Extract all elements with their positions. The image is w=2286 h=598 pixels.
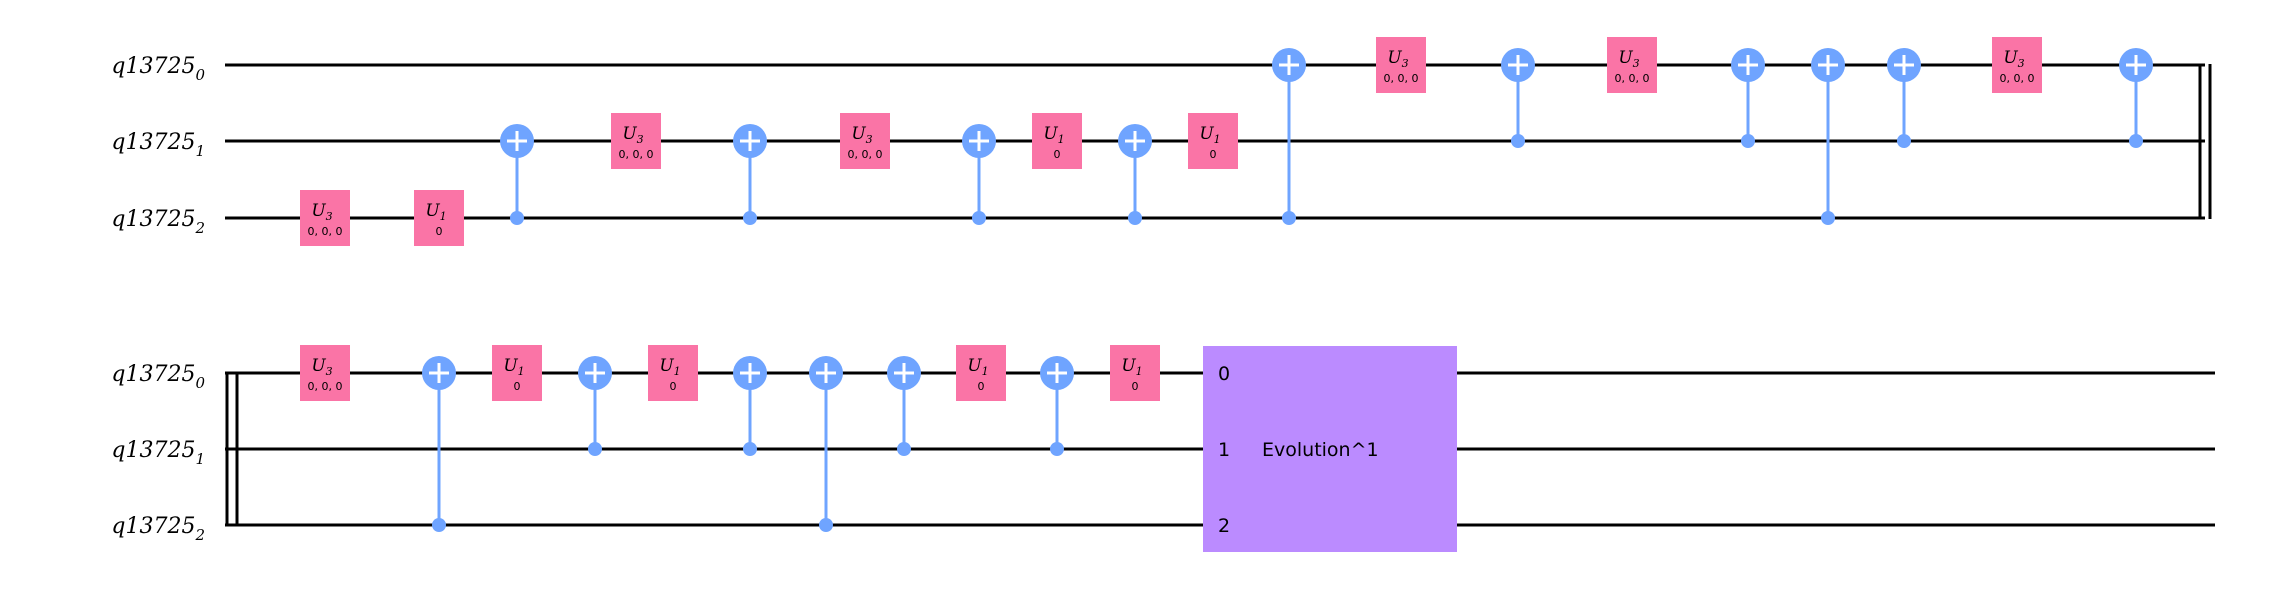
qubit-label: q137250 — [111, 54, 205, 84]
u-gate: U10 — [414, 190, 464, 246]
u-gate-params: 0 — [978, 380, 985, 393]
qubit-label: q137252 — [111, 514, 205, 544]
cnot-gate — [1118, 124, 1152, 225]
cnot-target-icon — [962, 124, 996, 158]
u-gate: U30, 0, 0 — [300, 345, 350, 401]
cnot-target-icon — [1118, 124, 1152, 158]
evolution-port-label: 1 — [1218, 439, 1230, 461]
cnot-target-icon — [1040, 356, 1074, 390]
control-dot — [1897, 134, 1911, 148]
cnot-target-icon — [1811, 48, 1845, 82]
cnot-gate — [809, 356, 843, 532]
cnot-gate — [1731, 48, 1765, 148]
cnot-target-icon — [1887, 48, 1921, 82]
control-dot — [510, 211, 524, 225]
cnot-gate — [1811, 48, 1845, 225]
u-gate: U10 — [1188, 113, 1238, 169]
u-gate-params: 0, 0, 0 — [308, 380, 343, 393]
cnot-target-icon — [1501, 48, 1535, 82]
control-dot — [1050, 442, 1064, 456]
u-gate: U10 — [492, 345, 542, 401]
u-gate-params: 0, 0, 0 — [848, 148, 883, 161]
qubit-label: q137250 — [111, 362, 205, 392]
control-dot — [972, 211, 986, 225]
cnot-target-icon — [1272, 48, 1306, 82]
evolution-port-label: 0 — [1218, 363, 1230, 385]
u-gate: U10 — [956, 345, 1006, 401]
u-gate: U30, 0, 0 — [611, 113, 661, 169]
qubit-label: q137252 — [111, 207, 205, 237]
cnot-gate — [578, 356, 612, 456]
cnot-target-icon — [733, 356, 767, 390]
evolution-port-label: 2 — [1218, 515, 1230, 537]
u-gate-params: 0 — [514, 380, 521, 393]
u-gate-params: 0 — [436, 225, 443, 238]
cnot-target-icon — [1731, 48, 1765, 82]
u-gate-params: 0, 0, 0 — [619, 148, 654, 161]
cnot-target-icon — [422, 356, 456, 390]
u-gate-params: 0 — [1054, 148, 1061, 161]
cnot-gate — [500, 124, 534, 225]
u-gate-params: 0 — [1132, 380, 1139, 393]
cnot-gate — [733, 124, 767, 225]
u-gate: U30, 0, 0 — [1992, 37, 2042, 93]
cnot-gate — [1887, 48, 1921, 148]
evolution-label: Evolution^1 — [1262, 439, 1379, 461]
cnot-gate — [733, 356, 767, 456]
u-gate-params: 0, 0, 0 — [1384, 72, 1419, 85]
u-gate-params: 0, 0, 0 — [2000, 72, 2035, 85]
u-gate: U30, 0, 0 — [840, 113, 890, 169]
control-dot — [432, 518, 446, 532]
control-dot — [819, 518, 833, 532]
u-gate: U30, 0, 0 — [1607, 37, 1657, 93]
control-dot — [743, 211, 757, 225]
cnot-target-icon — [2119, 48, 2153, 82]
u-gate-params: 0 — [670, 380, 677, 393]
cnot-gate — [422, 356, 456, 532]
u-gate: U10 — [1110, 345, 1160, 401]
cnot-target-icon — [500, 124, 534, 158]
control-dot — [1282, 211, 1296, 225]
u-gate-params: 0, 0, 0 — [1615, 72, 1650, 85]
circuit-row-2: q137250 q137251 q137252 U30, 0, 0 U10 U10 U10 U… — [111, 345, 2215, 552]
u-gate-params: 0 — [1210, 148, 1217, 161]
cnot-gate — [1501, 48, 1535, 148]
cnot-target-icon — [578, 356, 612, 390]
cnot-gate — [1040, 356, 1074, 456]
control-dot — [1821, 211, 1835, 225]
u-gate: U10 — [1032, 113, 1082, 169]
cnot-gate — [2119, 48, 2153, 148]
control-dot — [1511, 134, 1525, 148]
cnot-gate — [1272, 48, 1306, 225]
control-dot — [743, 442, 757, 456]
cnot-gate — [887, 356, 921, 456]
cnot-target-icon — [733, 124, 767, 158]
cnot-target-icon — [887, 356, 921, 390]
u-gate-params: 0, 0, 0 — [308, 225, 343, 238]
control-dot — [897, 442, 911, 456]
qubit-label: q137251 — [111, 438, 205, 468]
control-dot — [1741, 134, 1755, 148]
control-dot — [2129, 134, 2143, 148]
u-gate: U30, 0, 0 — [1376, 37, 1426, 93]
u-gate: U30, 0, 0 — [300, 190, 350, 246]
evolution-gate: 0 1 2 Evolution^1 — [1203, 346, 1457, 552]
u-gate: U10 — [648, 345, 698, 401]
control-dot — [588, 442, 602, 456]
cnot-target-icon — [809, 356, 843, 390]
control-dot — [1128, 211, 1142, 225]
qubit-label: q137251 — [111, 130, 205, 160]
cnot-gate — [962, 124, 996, 225]
